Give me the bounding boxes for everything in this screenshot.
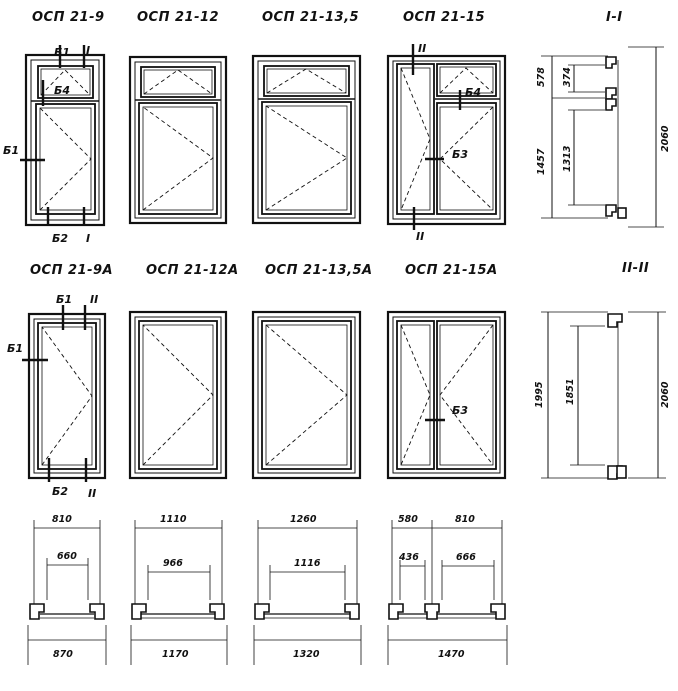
window-osp-21-12	[128, 55, 228, 225]
mark-b4: Б4	[465, 86, 481, 99]
section-1-1: 578 374 1457 1313 2060	[536, 46, 671, 228]
dim-810: 810	[52, 514, 72, 525]
dim-1851: 1851	[565, 379, 576, 405]
mark-section-1: I	[86, 44, 90, 57]
dim-1995: 1995	[534, 381, 545, 408]
window-osp-21-12a	[128, 310, 228, 480]
dim-1457: 1457	[536, 148, 547, 175]
title-osp-21-9a: ОСП 21-9А	[30, 263, 113, 278]
dim-666: 666	[456, 552, 476, 563]
title-osp-21-13-5a: ОСП 21-13,5А	[265, 263, 373, 278]
title-osp-21-12a: ОСП 21-12А	[146, 263, 239, 278]
dim-2060: 2060	[660, 381, 671, 408]
dim-660: 660	[57, 551, 77, 562]
dim-436: 436	[398, 552, 419, 563]
mark-section-2: II	[90, 293, 98, 306]
dim-1320: 1320	[293, 649, 320, 660]
dim-870: 870	[53, 649, 73, 660]
window-osp-21-13-5a	[251, 310, 362, 480]
dim-1470: 1470	[438, 649, 465, 660]
dim-374: 374	[562, 67, 573, 87]
window-osp-21-15a: Б3	[386, 310, 507, 480]
mark-section-1: I	[86, 232, 90, 245]
plan-osp-21-9: 810 660 870	[27, 514, 107, 665]
mark-b3: Б3	[452, 404, 468, 417]
window-osp-21-9a: Б1 II Б1 Б2 II	[7, 293, 107, 500]
title-osp-21-9: ОСП 21-9	[32, 10, 105, 25]
section-2-2: 1995 1851 2060	[534, 311, 671, 480]
plan-osp-21-15: 580 810 436 666 1470	[387, 514, 508, 665]
title-section-2: II-II	[622, 261, 649, 276]
title-osp-21-12: ОСП 21-12	[137, 10, 219, 25]
title-osp-21-15a: ОСП 21-15А	[405, 263, 498, 278]
mark-b1: Б1	[56, 293, 72, 306]
dim-810: 810	[455, 514, 475, 525]
dim-578: 578	[536, 67, 547, 87]
plan-osp-21-13-5: 1260 1116 1320	[253, 514, 362, 665]
dim-2060: 2060	[660, 125, 671, 152]
dim-1110: 1110	[160, 514, 187, 525]
window-osp-21-13-5	[251, 54, 362, 225]
mark-section-2: II	[416, 230, 424, 243]
mark-b2: Б2	[52, 485, 68, 498]
window-osp-21-15: II Б4 Б3 II	[386, 42, 507, 243]
mark-b2: Б2	[52, 232, 68, 245]
mark-b1: Б1	[7, 342, 23, 355]
mark-section-2: II	[88, 487, 96, 500]
dim-966: 966	[163, 558, 183, 569]
dim-1260: 1260	[290, 514, 317, 525]
dim-580: 580	[398, 514, 418, 525]
title-section-1: I-I	[606, 10, 623, 25]
dim-1313: 1313	[562, 145, 573, 172]
mark-b1: Б1	[3, 144, 19, 157]
title-osp-21-15: ОСП 21-15	[403, 10, 485, 25]
mark-b4: Б4	[54, 84, 70, 97]
mark-b1: Б1	[54, 46, 70, 59]
mark-b3: Б3	[452, 148, 468, 161]
mark-section-2: II	[418, 42, 426, 55]
title-osp-21-13-5: ОСП 21-13,5	[262, 10, 359, 25]
dim-1116: 1116	[294, 558, 321, 569]
plan-osp-21-12: 1110 966 1170	[130, 514, 228, 665]
dim-1170: 1170	[162, 649, 189, 660]
window-osp-21-9: Б1 I Б4 Б1 Б2 I	[3, 44, 106, 245]
